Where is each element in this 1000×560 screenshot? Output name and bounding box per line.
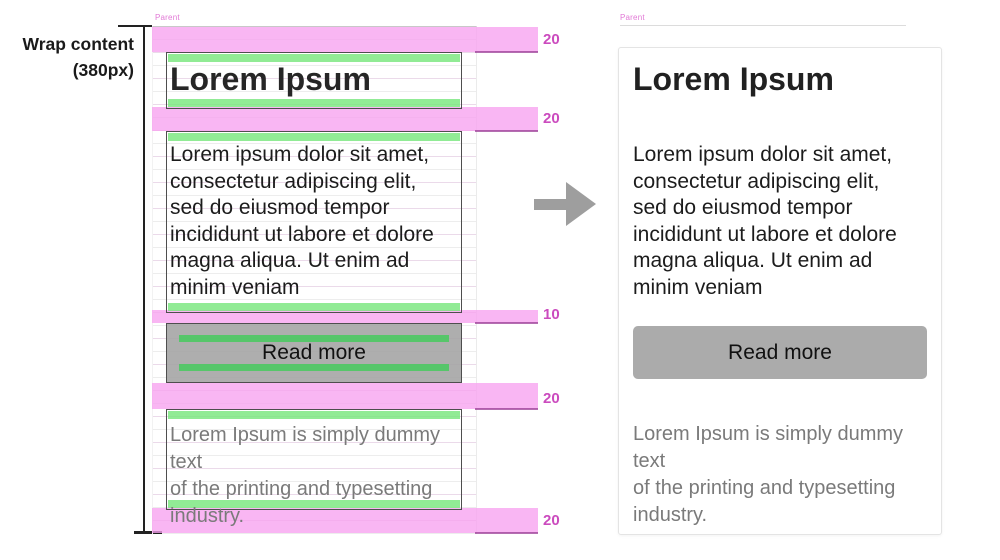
wrap-content-label: Wrap content (380px) xyxy=(22,34,135,80)
body-box xyxy=(166,131,462,313)
parent-label-preview: Parent xyxy=(620,13,645,22)
margin-value-after-title: 20 xyxy=(543,110,560,127)
preview-body-text: Lorem ipsum dolor sit amet, consectetur … xyxy=(633,143,897,299)
margin-value-after-body: 10 xyxy=(543,306,560,323)
baseline-guide-icon xyxy=(179,364,449,371)
read-more-label: Read more xyxy=(262,341,366,364)
title-box xyxy=(166,52,462,109)
read-more-button[interactable]: Read more xyxy=(633,326,927,379)
margin-value-bottom: 20 xyxy=(543,512,560,529)
preview-title: Lorem Ipsum xyxy=(633,61,834,97)
baseline-guide-icon xyxy=(168,99,460,107)
parent-top-line xyxy=(620,25,906,26)
baseline-guide-icon xyxy=(168,133,460,141)
margin-value-top: 20 xyxy=(543,31,560,48)
baseline-guide-icon xyxy=(168,411,460,419)
baseline-guide-icon xyxy=(179,335,449,342)
margin-value-after-button: 20 xyxy=(543,390,560,407)
arrow-right-icon xyxy=(534,199,568,210)
measure-tick-top xyxy=(118,25,152,27)
baseline-guide-icon xyxy=(168,303,460,311)
read-more-label: Read more xyxy=(728,340,832,364)
preview-card xyxy=(618,47,942,535)
read-more-button-blueprint[interactable]: Read more xyxy=(166,323,462,383)
blueprint-body-text: Lorem ipsum dolor sit amet, consectetur … xyxy=(170,143,434,299)
blueprint-footer-text: Lorem Ipsum is simply dummy text of the … xyxy=(170,424,441,527)
measure-line xyxy=(143,26,145,533)
blueprint-title: Lorem Ipsum xyxy=(170,61,371,97)
baseline-guide-icon xyxy=(168,54,460,62)
arrow-right-icon xyxy=(566,182,596,226)
parent-label-blueprint: Parent xyxy=(155,13,180,22)
margin-bar-top xyxy=(152,27,538,53)
margin-bar-after-button xyxy=(152,383,538,410)
measure-tick-bottom xyxy=(134,531,162,534)
preview-footer-text: Lorem Ipsum is simply dummy text of the … xyxy=(633,423,904,526)
footer-box xyxy=(166,409,462,510)
margin-bar-bottom xyxy=(152,508,538,534)
baseline-guide-icon xyxy=(168,500,460,508)
margin-bar-after-title xyxy=(152,107,538,132)
margin-bar-after-body xyxy=(152,310,538,324)
